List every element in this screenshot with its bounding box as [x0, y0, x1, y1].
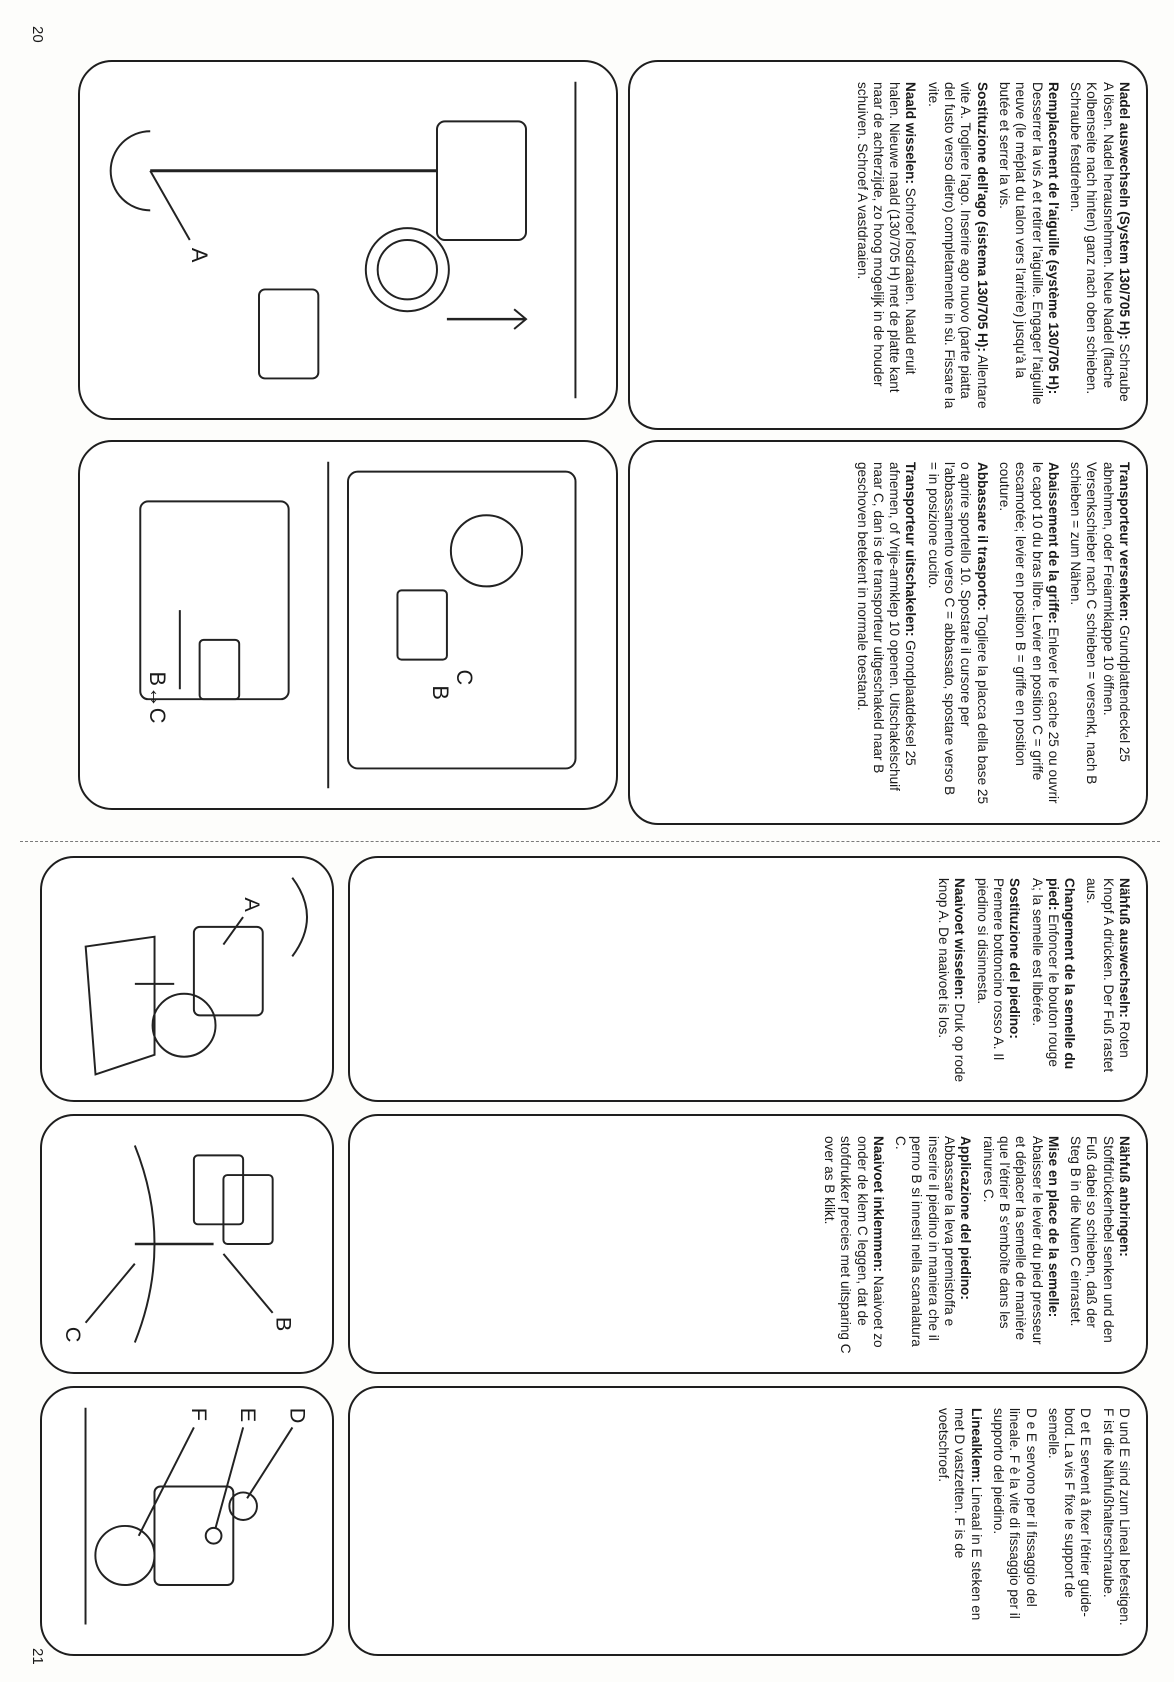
- instruction-it: Abbassare il trasporto: Togliere la plac…: [925, 462, 990, 805]
- needle-clamp-body: [436, 120, 527, 241]
- screw-a-leader: [149, 170, 191, 241]
- needle-change-instructions: Nadel auswechseln (System 130/705 H): Sc…: [628, 60, 1148, 430]
- page-number-right: 21: [29, 1648, 46, 1665]
- base-plate: [139, 500, 290, 701]
- needle-clamp-knob-rim: [376, 239, 438, 301]
- feed-dog-drawing: C B B↔C: [139, 461, 577, 789]
- presser-shank: [192, 925, 264, 1017]
- label-a: A: [187, 248, 212, 263]
- presser-foot: [258, 288, 320, 380]
- label-e: E: [236, 1408, 261, 1422]
- instruction-fr: Abaissement de la griffe: Enlever le cac…: [996, 462, 1061, 804]
- seam-guide-instructions: D und E sind zum Lineal befestigen. F is…: [348, 1386, 1148, 1656]
- groove-c-leader: [84, 1263, 136, 1324]
- foot-release-illustration: A: [40, 856, 334, 1102]
- foot-release-drawing: A: [84, 877, 308, 1076]
- label-a: A: [240, 897, 265, 912]
- needle-clamp-knob: [364, 227, 450, 313]
- instruction-fr: D et E servent à fixer l'étrier guide-bo…: [1045, 1408, 1094, 1617]
- foot-release-instructions: Nähfuß auswechseln: Roten Knopf A drücke…: [348, 856, 1148, 1102]
- pin-b-leader: [222, 1253, 274, 1314]
- instruction-it: Sostituzione dell'ago (sistema 130/705 H…: [925, 82, 990, 409]
- instruction-nl: Linealklem: Lineaal in E steken en met D…: [936, 1408, 984, 1621]
- instruction-fr: Changement de la semelle du pied: Enfonc…: [1029, 878, 1078, 1070]
- feed-dog-instructions: Transporteur versenken: Grundplattendeck…: [628, 440, 1148, 825]
- slide-lever: [198, 638, 241, 701]
- label-f: F: [187, 1408, 212, 1421]
- instruction-nl: Transporteur uitschakelen: Grondplaatdek…: [854, 462, 919, 791]
- bobbin-case: [449, 514, 524, 588]
- finger: [291, 877, 308, 957]
- free-arm-cover: [347, 470, 577, 770]
- instruction-de: Nähfuß auswechseln: Roten Knopf A drücke…: [1084, 878, 1132, 1073]
- label-b: B: [428, 685, 453, 700]
- seam-guide-drawing: D E F: [84, 1407, 310, 1625]
- label-d: D: [285, 1408, 310, 1424]
- thumb-screw: [151, 992, 217, 1058]
- label-c: C: [61, 1327, 86, 1343]
- instruction-nl: Naald wisselen: Schroef losdraaien. Naal…: [854, 82, 919, 393]
- feed-dog-illustration: C B B↔C: [78, 440, 618, 810]
- f-leader: [137, 1426, 195, 1537]
- instruction-nl: Naaivoet inklemmen: Naaivoet zo onder de…: [821, 1136, 886, 1354]
- foot-attach-instructions: Nähfuß anbringen: Stoffdrückerhebel senk…: [348, 1114, 1148, 1374]
- screw-f: [94, 1524, 156, 1587]
- hole-e: [204, 1526, 223, 1545]
- foot-holder-block-2: [222, 1174, 274, 1245]
- e-leader: [214, 1427, 245, 1529]
- turn-screw-arrow: [109, 130, 151, 212]
- foot-attach-illustration: B C: [40, 1114, 334, 1374]
- d-leader: [246, 1426, 294, 1499]
- button-a-leader: [222, 916, 244, 946]
- instruction-fr: Mise en place de la semelle: Abaisser le…: [980, 1136, 1061, 1345]
- foot-attach-drawing: B C: [61, 1145, 297, 1343]
- screw-d: [228, 1491, 258, 1521]
- page-fold-line: [20, 841, 1160, 842]
- label-b: B: [272, 1317, 297, 1331]
- needle-change-illustration: A: [78, 60, 618, 420]
- instruction-de: Transporteur versenken: Grundplattendeck…: [1068, 462, 1132, 785]
- foot-holder: [153, 1485, 235, 1587]
- instruction-de: Nadel auswechseln (System 130/705 H): Sc…: [1068, 82, 1132, 402]
- presser-foot-sole: [84, 935, 156, 1076]
- foot-holder-block-1: [192, 1154, 245, 1226]
- seam-guide-illustration: D E F: [40, 1386, 334, 1656]
- pull-direction-arrowhead: [513, 308, 528, 330]
- instruction-it: Sostituzione del piedino: Premere botton…: [974, 878, 1023, 1061]
- instruction-it: D e E servono per il fissaggio del linea…: [990, 1408, 1039, 1619]
- instruction-de: D und E sind zum Lineal befestigen. F is…: [1100, 1408, 1132, 1626]
- instruction-fr: Remplacement de l'aiguille (système 130/…: [996, 82, 1061, 405]
- instruction-nl: Naaivoet wisselen: Druk op rode knop A. …: [936, 878, 968, 1083]
- instruction-it: Applicazione del piedino: Abbassare la l…: [893, 1136, 974, 1347]
- label-c: C: [452, 670, 477, 686]
- label-b-c: B↔C: [145, 671, 170, 723]
- page-number-left: 20: [29, 26, 46, 43]
- needle-change-drawing: A: [109, 81, 577, 399]
- drop-feed-lever: [396, 589, 448, 661]
- instruction-de: Nähfuß anbringen: Stoffdrückerhebel senk…: [1068, 1136, 1132, 1343]
